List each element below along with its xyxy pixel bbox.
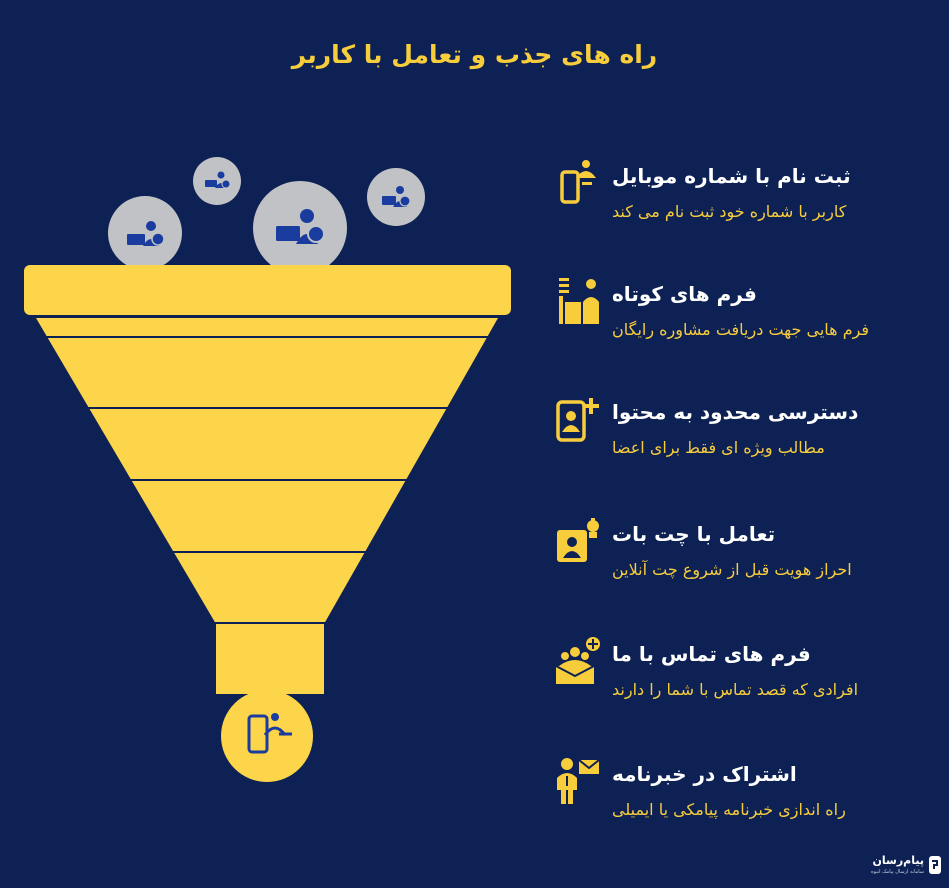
newsletter-icon: [557, 758, 600, 804]
bubble-large-center: [253, 181, 347, 275]
item-description: مطالب ویژه ای فقط برای اعضا: [612, 438, 825, 457]
item-heading: تعامل با چت بات: [612, 522, 776, 546]
list-item-mobile-signup: ثبت نام با شماره موبایل کاربر با شماره خ…: [548, 158, 928, 248]
bubble-small-left: [108, 196, 182, 270]
users-laptop-icon: [127, 221, 165, 246]
form-person-icon: [559, 278, 599, 324]
logo-tagline: سامانه ارسال پیامک انبوه: [871, 869, 924, 875]
chatbot-icon: [557, 518, 599, 562]
item-heading: دسترسی محدود به محتوا: [612, 400, 859, 424]
add-member-icon: [556, 398, 599, 442]
logo-brand-name: پیام‌رسان: [872, 854, 924, 867]
item-heading: ثبت نام با شماره موبایل: [612, 164, 851, 188]
item-heading: فرم های تماس با ما: [612, 642, 811, 666]
item-description: راه اندازی خبرنامه پیامکی یا ایمیلی: [612, 800, 846, 819]
users-laptop-icon: [205, 171, 231, 189]
list-item-newsletter: اشتراک در خبرنامه راه اندازی خبرنامه پیا…: [548, 756, 928, 846]
funnel-body: [24, 265, 511, 694]
item-heading: اشتراک در خبرنامه: [612, 762, 797, 786]
users-laptop-icon: [276, 209, 325, 244]
item-description: افرادی که قصد تماس با شما را دارند: [612, 680, 859, 699]
mobile-user-icon: [247, 713, 292, 754]
bubble-tiny-top: [193, 157, 241, 205]
list-item-restricted-content: دسترسی محدود به محتوا مطالب ویژه ای فقط …: [548, 394, 928, 484]
brand-logo: پیام‌رسان سامانه ارسال پیامک انبوه: [866, 852, 944, 882]
list-item-contact-forms: فرم های تماس با ما افرادی که قصد تماس با…: [548, 636, 928, 726]
users-laptop-icon: [382, 186, 411, 207]
item-heading: فرم های کوتاه: [612, 282, 757, 306]
bubble-small-right: [367, 168, 425, 226]
list-item-chatbot: تعامل با چت بات احراز هویت قبل از شروع چ…: [548, 516, 928, 606]
logo-mark-icon: [929, 856, 941, 874]
item-description: کاربر با شماره خود ثبت نام می کند: [612, 202, 847, 221]
list-item-short-forms: فرم های کوتاه فرم هایی جهت دریافت مشاوره…: [548, 276, 928, 366]
item-description: فرم هایی جهت دریافت مشاوره رایگان: [612, 320, 870, 339]
page-title: راه های جذب و تعامل با کاربر: [291, 40, 658, 69]
contact-group-icon: [555, 637, 600, 684]
mobile-user-icon: [560, 160, 596, 204]
item-description: احراز هویت قبل از شروع چت آنلاین: [612, 560, 852, 579]
funnel-output-circle: [221, 690, 313, 782]
